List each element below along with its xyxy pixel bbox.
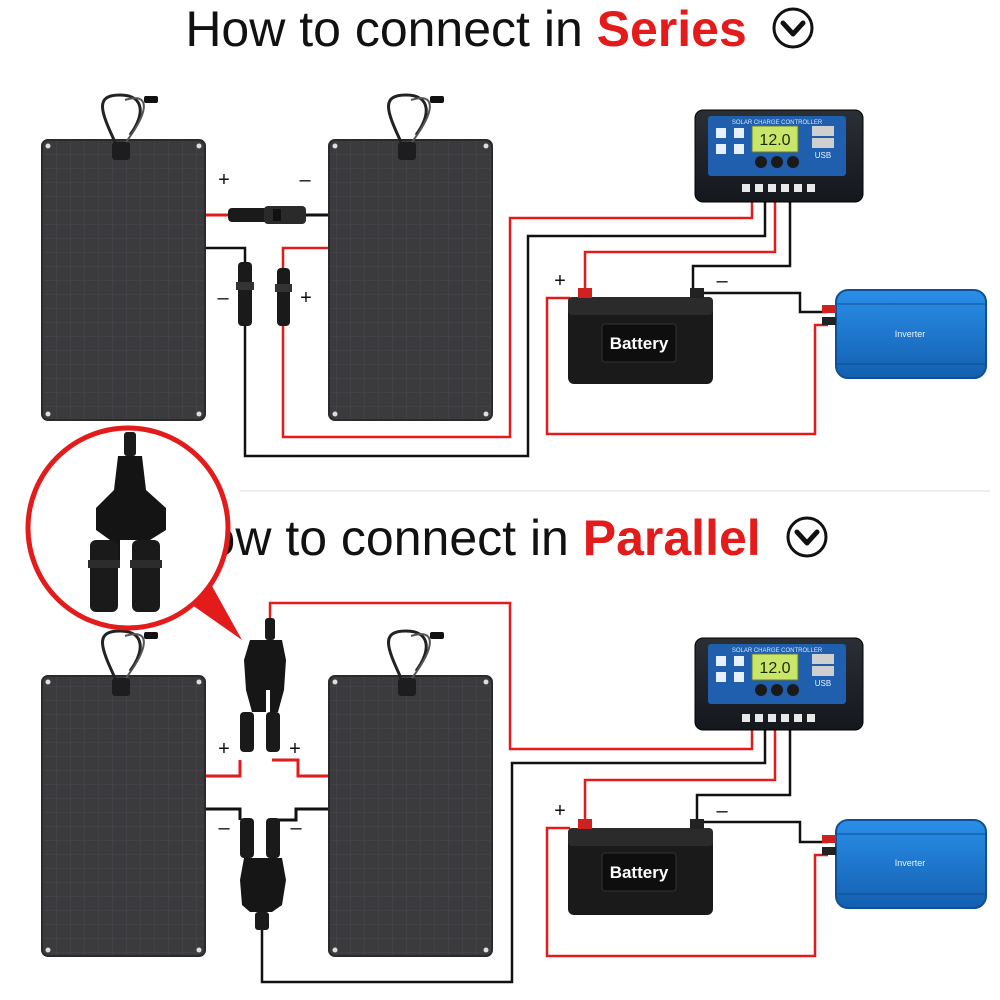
parallel-solar-panel-right [328,629,493,957]
series-inverter-label: Inverter [895,329,926,339]
parallel-wiring [205,601,828,984]
series-minus-label-side: – [217,287,229,309]
series-battery-plus: + [554,270,566,292]
series-battery-minus: – [716,270,728,292]
parallel-controller-label: SOLAR CHARGE CONTROLLER [732,648,823,654]
parallel-plus-label-right: + [289,738,301,760]
parallel-charge-controller: SOLAR CHARGE CONTROLLER 12.0 USB [694,637,864,731]
parallel-controller-usb: USB [815,679,831,688]
series-solar-panel-right [328,93,493,421]
chevron-down-circle-icon [771,4,815,62]
parallel-title: How to connect in Parallel [0,509,1000,571]
series-inverter: Inverter [822,289,987,379]
parallel-title-accent: Parallel [582,510,761,566]
series-battery: Battery [568,288,713,384]
parallel-title-prefix: How to connect in [171,510,583,566]
series-charge-controller: SOLAR CHARGE CONTROLLER 12.0 USB [694,109,864,203]
series-solar-panel-left [41,93,206,421]
series-mc4-connector-horizontal [228,206,306,224]
series-controller-usb: USB [815,151,831,160]
parallel-battery: Battery [568,819,713,915]
parallel-battery-label: Battery [610,863,669,882]
series-title-accent: Series [596,1,747,57]
parallel-y-branch-connector-negative [240,818,286,930]
y-branch-connector-inset [25,425,242,640]
parallel-battery-minus: – [716,800,728,822]
parallel-solar-panel-left [41,629,206,957]
series-mc4-connector-right-vertical [275,268,292,326]
series-plus-label-top: + [218,169,230,191]
series-minus-label-top: – [299,169,311,191]
parallel-inverter-label: Inverter [895,858,926,868]
chevron-down-circle-icon [785,513,829,571]
series-battery-label: Battery [610,334,669,353]
series-plus-label-side: + [300,287,312,309]
series-mc4-connector-left-vertical [236,262,254,326]
parallel-y-branch-connector-positive [240,618,286,752]
parallel-plus-label-left: + [218,738,230,760]
parallel-minus-label-right: – [290,817,302,839]
y-branch-connector-icon [88,432,166,612]
parallel-controller-display: 12.0 [759,660,790,677]
series-controller-label: SOLAR CHARGE CONTROLLER [732,120,823,126]
parallel-battery-plus: + [554,800,566,822]
series-wiring [205,198,828,458]
parallel-minus-label-left: – [218,817,230,839]
series-title: How to connect in Series [0,0,1000,62]
parallel-inverter: Inverter [822,819,987,909]
series-title-prefix: How to connect in [185,1,597,57]
series-controller-display: 12.0 [759,132,790,149]
